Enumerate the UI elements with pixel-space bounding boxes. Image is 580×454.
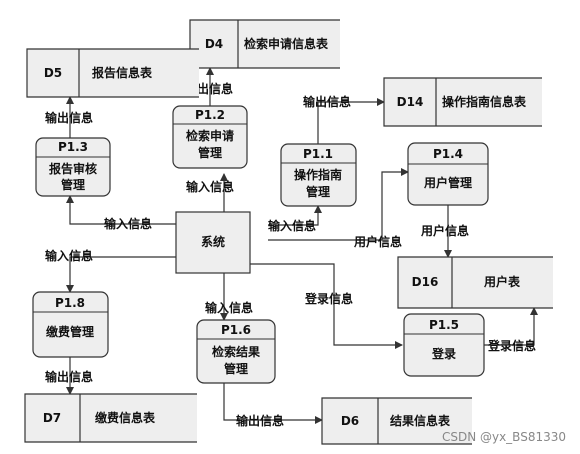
process-p16-name-line2: 管理 xyxy=(224,361,248,376)
process-p13-box xyxy=(35,137,111,197)
flow-lines xyxy=(66,67,538,424)
process-p11-name-line1: 操作指南 xyxy=(294,167,342,182)
flow-label-sys-to-p14: 用户信息 xyxy=(353,234,402,249)
flow-sys-to-p13 xyxy=(66,195,176,225)
flow-label-sys-to-p13: 输入信息 xyxy=(104,216,152,231)
process-p15-box xyxy=(403,313,485,377)
store-d5-id: D5 xyxy=(44,66,62,80)
process-p15-id: P1.5 xyxy=(429,318,459,332)
store-d5-name: 报告信息表 xyxy=(92,65,153,80)
flow-p11-to-d14 xyxy=(317,98,385,144)
process-p12-name-line1: 检索申请 xyxy=(186,128,234,143)
process-p11-id: P1.1 xyxy=(303,147,333,161)
process-p18: P1.8 缴费管理 xyxy=(32,291,109,358)
process-p14-box xyxy=(407,142,489,206)
store-d16-name: 用户表 xyxy=(483,274,521,289)
store-d5: D5 报告信息表 xyxy=(26,48,199,98)
store-d6-name: 结果信息表 xyxy=(390,413,451,428)
flow-labels: 输入信息 输出信息 输入信息 输出信息 输入信息 输出信息 用户信息 用户信息 … xyxy=(45,81,536,428)
store-d7-outline xyxy=(24,393,197,443)
process-p18-box xyxy=(32,291,109,358)
process-p18-name: 缴费管理 xyxy=(46,324,94,339)
store-d14-outline xyxy=(383,77,542,127)
flow-label-sys-to-p11: 输入信息 xyxy=(268,218,316,233)
flow-sys-to-p18 xyxy=(66,256,176,293)
process-p14: P1.4 用户管理 xyxy=(407,142,489,206)
store-d7-name: 缴费信息表 xyxy=(95,410,156,425)
store-d16-outline xyxy=(397,256,553,309)
store-d4-id: D4 xyxy=(205,37,223,51)
process-p14-name: 用户管理 xyxy=(423,175,472,190)
system-label: 系统 xyxy=(201,234,225,249)
flow-p16-to-d6 xyxy=(223,383,323,424)
process-p13-name-line2: 管理 xyxy=(61,177,85,192)
flow-label-p18-to-d7: 输出信息 xyxy=(45,369,93,384)
process-p11-name-line2: 管理 xyxy=(306,184,330,199)
store-d7: D7 缴费信息表 xyxy=(24,393,197,443)
process-p16-box xyxy=(196,319,276,384)
flow-label-sys-to-p16: 输入信息 xyxy=(205,300,253,315)
process-p15-name: 登录 xyxy=(431,346,456,361)
process-p16-id: P1.6 xyxy=(221,323,251,337)
process-p14-id: P1.4 xyxy=(433,147,463,161)
store-d14-id: D14 xyxy=(397,95,424,109)
process-p11: P1.1 操作指南 管理 xyxy=(280,143,357,207)
process-p15: P1.5 登录 xyxy=(403,313,485,377)
flow-label-sys-to-p15: 登录信息 xyxy=(304,291,353,306)
process-p12-id: P1.2 xyxy=(195,108,225,122)
process-p12: P1.2 检索申请 管理 xyxy=(172,105,248,169)
flow-label-p11-to-d14: 输出信息 xyxy=(303,94,351,109)
process-p16: P1.6 检索结果 管理 xyxy=(196,319,276,384)
store-d7-id: D7 xyxy=(43,411,61,425)
flow-label-p14-to-d16: 用户信息 xyxy=(420,223,469,238)
flow-label-p15-to-d16: 登录信息 xyxy=(487,338,536,353)
store-d6-id: D6 xyxy=(341,414,359,428)
store-d16: D16 用户表 xyxy=(397,256,553,309)
process-p18-id: P1.8 xyxy=(55,296,85,310)
watermark: CSDN @yx_BS81330 xyxy=(442,430,566,444)
system-node: 系统 xyxy=(175,211,251,274)
process-p12-name-line2: 管理 xyxy=(198,145,222,160)
store-d14: D14 操作指南信息表 xyxy=(383,77,542,127)
store-d6-outline xyxy=(321,397,472,445)
store-d5-outline xyxy=(26,48,199,98)
process-p13-name-line1: 报告审核 xyxy=(49,161,97,176)
process-p13: P1.3 报告审核 管理 xyxy=(35,137,111,197)
store-d4: D4 检索申请信息表 xyxy=(189,19,340,69)
flow-sys-to-p15 xyxy=(250,263,403,349)
process-p13-id: P1.3 xyxy=(58,140,88,154)
process-p11-box xyxy=(280,143,357,207)
store-d4-outline xyxy=(189,19,340,69)
store-d6: D6 结果信息表 xyxy=(321,397,472,445)
flow-p15-to-d16 xyxy=(484,307,538,346)
system-box xyxy=(175,211,251,274)
flow-sys-to-p14 xyxy=(268,168,409,241)
process-p12-box xyxy=(172,105,248,169)
process-p16-name-line1: 检索结果 xyxy=(212,344,260,359)
flow-label-sys-to-p18: 输入信息 xyxy=(45,248,93,263)
flow-label-p16-to-d6: 输出信息 xyxy=(236,413,284,428)
store-d16-id: D16 xyxy=(412,275,439,289)
store-d4-name: 检索申请信息表 xyxy=(244,36,329,51)
flow-sys-to-p11 xyxy=(268,205,322,226)
flow-label-p13-to-d5: 输出信息 xyxy=(45,110,93,125)
flow-label-sys-to-p12: 输入信息 xyxy=(186,179,234,194)
store-d14-name: 操作指南信息表 xyxy=(442,94,527,109)
